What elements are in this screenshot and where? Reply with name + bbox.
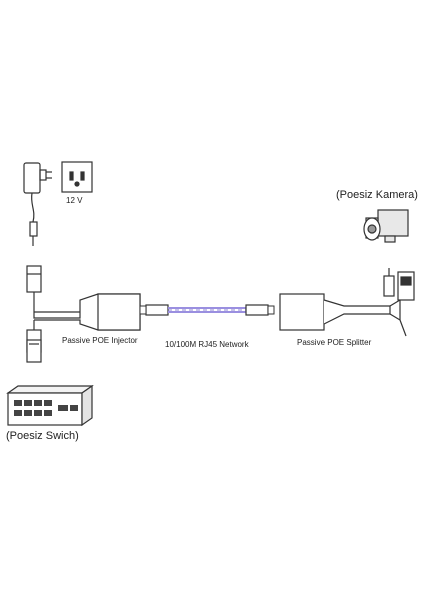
injector-rj45-plug bbox=[26, 329, 42, 363]
switch-icon bbox=[6, 384, 94, 427]
poe-injector bbox=[33, 293, 141, 331]
injector-label: Passive POE Injector bbox=[62, 336, 138, 345]
camera-icon bbox=[363, 209, 409, 243]
splitter-dc-plug bbox=[383, 268, 395, 297]
switch-label: (Poesiz Swich) bbox=[6, 430, 79, 442]
power-adapter-icon bbox=[23, 162, 52, 246]
wall-socket-icon bbox=[61, 161, 93, 193]
splitter-output-cable bbox=[399, 319, 407, 337]
camera-label: (Poesiz Kamera) bbox=[336, 189, 418, 201]
splitter-label: Passive POE Splitter bbox=[297, 338, 372, 347]
network-label: 10/100M RJ45 Network bbox=[165, 340, 249, 349]
splitter-rj45-socket bbox=[397, 271, 415, 301]
poe-splitter bbox=[279, 293, 401, 331]
injector-dc-plug bbox=[26, 265, 42, 304]
voltage-label: 12 V bbox=[66, 196, 83, 205]
network-cable bbox=[139, 304, 275, 316]
